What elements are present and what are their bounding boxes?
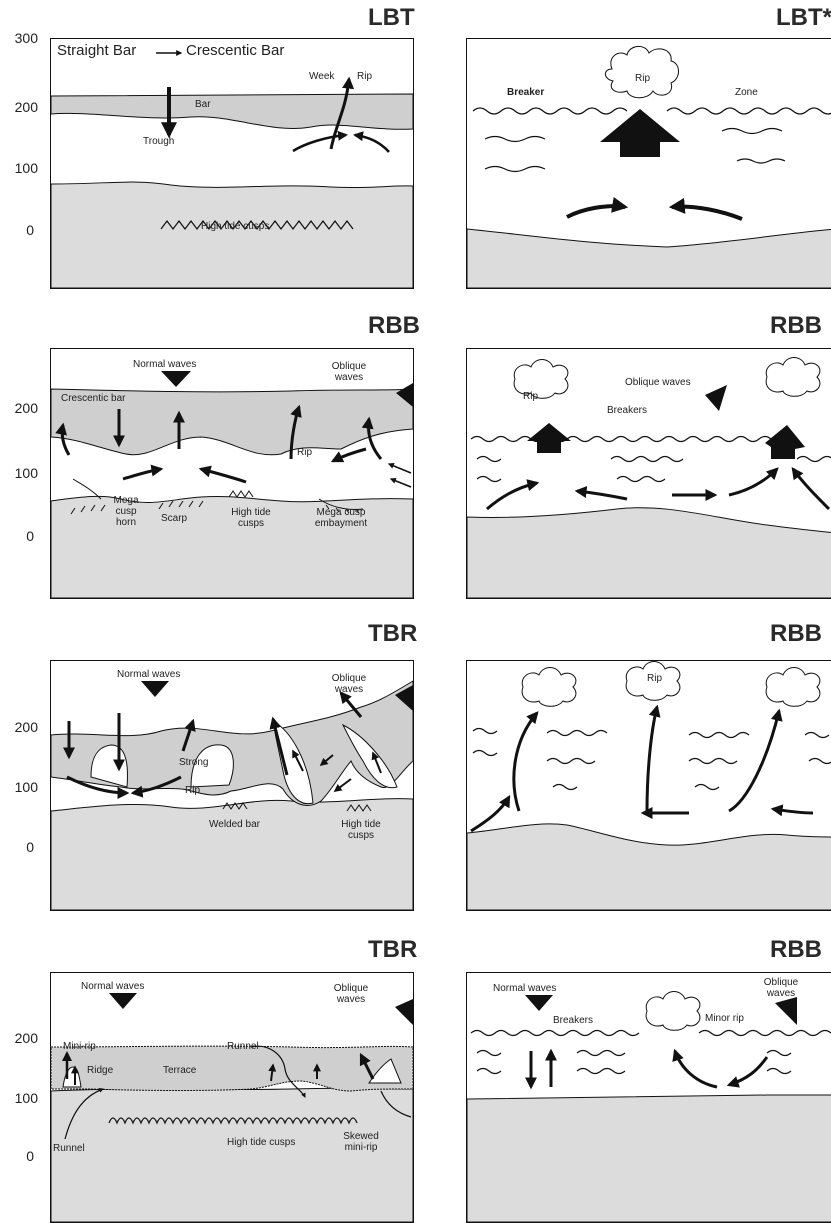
panel-tbr-2-drawing	[51, 973, 413, 1222]
label-scarp: Scarp	[161, 513, 187, 524]
label-high-tide-cusps: High tide cusps	[341, 819, 381, 841]
y-tick-0: 0	[0, 528, 34, 544]
label-rip: Rip	[647, 673, 662, 684]
panel-lbt-star: Breaker Rip Zone	[466, 38, 831, 289]
label-zone: Zone	[735, 87, 758, 98]
y-tick-0: 0	[0, 839, 34, 855]
label-normal-waves: Normal waves	[81, 981, 144, 992]
label-rip: Rip	[185, 785, 200, 796]
y-tick-200: 200	[0, 99, 38, 115]
panel-rbb: Normal waves Oblique waves Crescentic ba…	[50, 348, 414, 599]
label-bar: Bar	[195, 99, 211, 110]
label-high-tide-cusps: High tide cusps	[231, 507, 271, 529]
headline-crescentic-bar: Crescentic Bar	[186, 45, 284, 56]
label-ridge: Ridge	[87, 1065, 113, 1076]
y-tick-0: 0	[0, 1148, 34, 1164]
label-runnel-top: Runnel	[227, 1041, 259, 1052]
panel-rbb-drawing	[51, 349, 413, 598]
label-mini-rip: Mini-rip	[63, 1041, 96, 1052]
label-welded-bar: Welded bar	[209, 819, 260, 830]
label-mega-cusp-horn: Mega cusp horn	[109, 495, 143, 528]
panel-title-rbb: RBB	[368, 312, 420, 340]
label-normal-waves: Normal waves	[117, 669, 180, 680]
label-normal-waves: Normal waves	[133, 359, 196, 370]
label-skewed-mini-rip: Skewed mini-rip	[341, 1131, 381, 1153]
label-rip: Rip	[297, 447, 312, 458]
panel-tbr-drawing	[51, 661, 413, 910]
panel-rbb-2: Rip Oblique waves Breakers	[466, 348, 831, 599]
label-normal-waves: Normal waves	[493, 983, 556, 994]
panel-title-rbb-3: RBB	[770, 620, 822, 648]
panel-tbr-2: Normal waves Oblique waves Mini-rip Ridg…	[50, 972, 414, 1223]
y-tick-100: 100	[0, 160, 38, 176]
y-tick-100: 100	[0, 779, 38, 795]
panel-lbt: Straight Bar Crescentic Bar Week Rip Bar…	[50, 38, 414, 289]
panel-title-tbr: TBR	[368, 620, 417, 648]
label-crescentic-bar: Crescentic bar	[61, 393, 125, 404]
label-oblique-waves: Oblique waves	[331, 361, 367, 383]
label-oblique-waves: Oblique waves	[333, 983, 369, 1005]
label-minor-rip: Minor rip	[705, 1013, 744, 1024]
panel-title-lbt: LBT	[368, 4, 415, 32]
y-tick-200: 200	[0, 719, 38, 735]
panel-rbb-3: Rip	[466, 660, 831, 911]
label-rip: Rip	[523, 391, 538, 402]
y-tick-200: 200	[0, 400, 38, 416]
label-oblique-waves: Oblique waves	[331, 673, 367, 695]
label-oblique-waves: Oblique waves	[625, 377, 691, 388]
y-tick-0: 0	[0, 222, 34, 238]
y-tick-200: 200	[0, 1030, 38, 1046]
panel-title-lbt-star: LBT*	[776, 4, 831, 32]
y-tick-300: 300	[0, 30, 38, 46]
label-mega-cusp-embayment: Mega cusp embayment	[311, 507, 371, 529]
panel-rbb-3-drawing	[467, 661, 831, 910]
panel-title-tbr-2: TBR	[368, 936, 417, 964]
label-oblique-waves: Oblique waves	[763, 977, 799, 999]
label-terrace: Terrace	[163, 1065, 196, 1076]
label-rip: Rip	[635, 73, 650, 84]
y-tick-100: 100	[0, 1090, 38, 1106]
label-rip: Rip	[357, 71, 372, 82]
panel-rbb-4-drawing	[467, 973, 831, 1222]
panel-title-rbb-4: RBB	[770, 936, 822, 964]
label-strong: Strong	[179, 757, 208, 768]
label-weak: Week	[309, 71, 334, 82]
label-trough: Trough	[143, 136, 174, 147]
label-high-tide-cusps: High tide cusps	[227, 1137, 295, 1148]
panel-tbr: Normal waves Oblique waves Strong Rip We…	[50, 660, 414, 911]
headline-straight-bar: Straight Bar	[57, 45, 136, 56]
panel-rbb-4: Normal waves Oblique waves Breakers Mino…	[466, 972, 831, 1223]
label-high-tide-cusps: High tide cusps	[201, 221, 269, 232]
y-tick-100: 100	[0, 465, 38, 481]
label-breaker: Breaker	[507, 87, 544, 98]
label-breakers: Breakers	[553, 1015, 593, 1026]
label-runnel-bottom: Runnel	[53, 1143, 85, 1154]
panel-title-rbb-2: RBB	[770, 312, 822, 340]
label-breakers: Breakers	[607, 405, 647, 416]
